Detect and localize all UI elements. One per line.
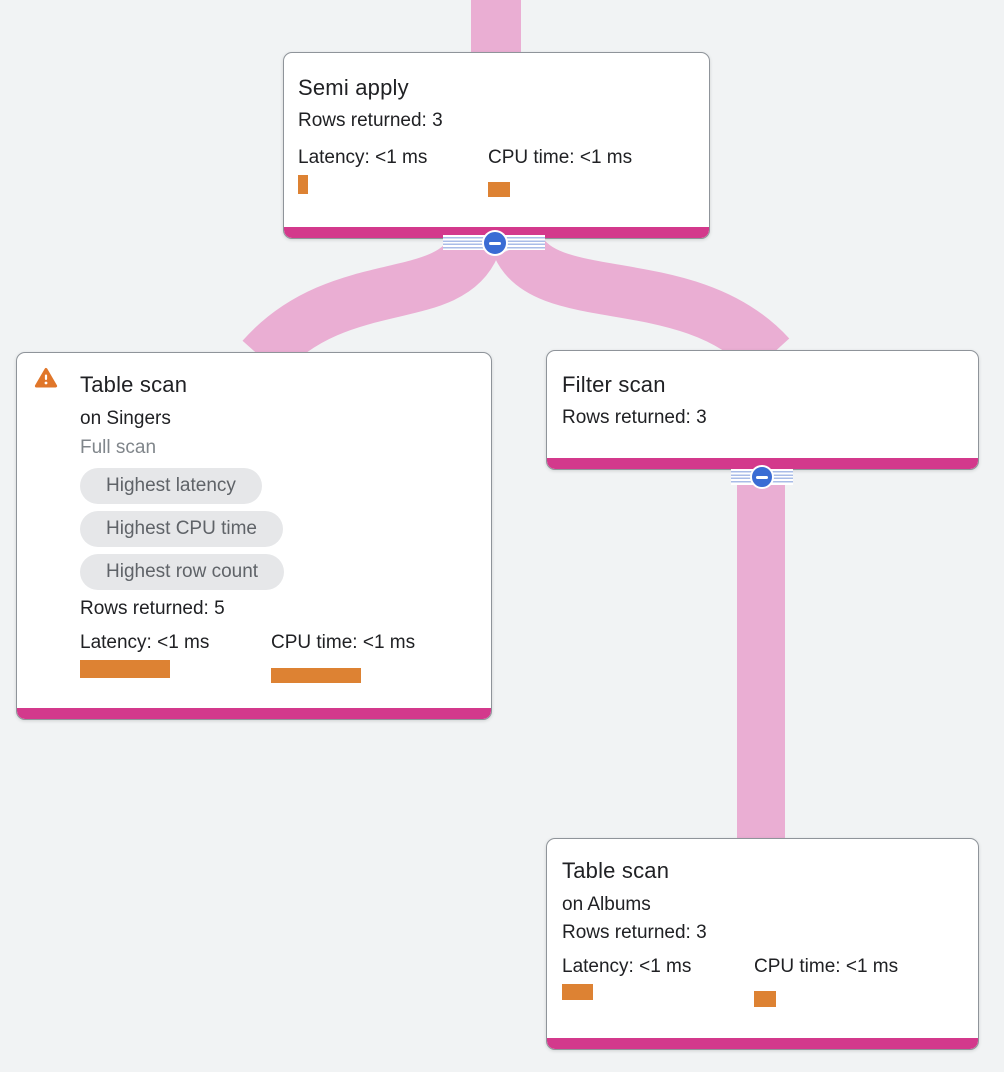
warning-icon	[34, 368, 58, 388]
cpu-time-bar	[488, 182, 510, 197]
badge-highest-latency: Highest latency	[80, 468, 262, 504]
edge-filter-scan-to-table-scan-albums	[737, 470, 785, 838]
node-subtitle: on Singers	[80, 408, 171, 429]
cpu-time-label: CPU time: <1 ms	[271, 632, 416, 653]
node-accent-bar	[547, 458, 978, 469]
cpu-time-bar	[754, 991, 776, 1007]
cpu-time-label: CPU time: <1 ms	[488, 147, 633, 168]
latency-label: Latency: <1 ms	[80, 632, 210, 653]
cpu-time-label: CPU time: <1 ms	[754, 956, 899, 977]
latency-bar	[298, 175, 308, 194]
minus-icon	[489, 241, 501, 245]
edge-into-semi-apply	[471, 0, 521, 58]
latency-bar	[562, 984, 593, 1000]
latency-bar	[80, 660, 170, 678]
scan-type: Full scan	[80, 437, 157, 458]
node-title: Semi apply	[298, 75, 409, 100]
plan-node-table-scan-singers[interactable]: Table scan on Singers Full scan Highest …	[16, 352, 492, 720]
node-accent-bar	[17, 708, 491, 719]
node-title: Table scan	[562, 858, 670, 883]
cpu-time-bar	[271, 668, 361, 683]
latency-label: Latency: <1 ms	[562, 956, 692, 977]
badge-list: Highest latency Highest CPU time Highest…	[80, 468, 491, 590]
plan-node-filter-scan[interactable]: Filter scan Rows returned: 3	[546, 350, 979, 470]
rows-returned: Rows returned: 3	[562, 407, 707, 428]
collapse-button-semi-apply[interactable]	[482, 230, 508, 256]
node-title: Table scan	[80, 372, 188, 397]
plan-node-table-scan-albums[interactable]: Table scan on Albums Rows returned: 3 La…	[546, 838, 979, 1050]
minus-icon	[756, 475, 768, 479]
rows-returned: Rows returned: 5	[80, 598, 225, 619]
plan-node-semi-apply[interactable]: Semi apply Rows returned: 3 Latency: <1 …	[283, 52, 710, 239]
badge-highest-cpu-time: Highest CPU time	[80, 511, 283, 547]
badge-highest-row-count: Highest row count	[80, 554, 285, 590]
node-accent-bar	[547, 1038, 978, 1049]
collapse-button-filter-scan[interactable]	[750, 465, 774, 489]
rows-returned: Rows returned: 3	[562, 922, 707, 943]
rows-returned: Rows returned: 3	[298, 110, 443, 131]
node-subtitle: on Albums	[562, 894, 651, 915]
edge-semi-apply-to-table-scan-singers	[242, 233, 498, 376]
latency-label: Latency: <1 ms	[298, 147, 428, 168]
edge-semi-apply-to-filter-scan	[494, 233, 790, 375]
node-title: Filter scan	[562, 372, 666, 397]
